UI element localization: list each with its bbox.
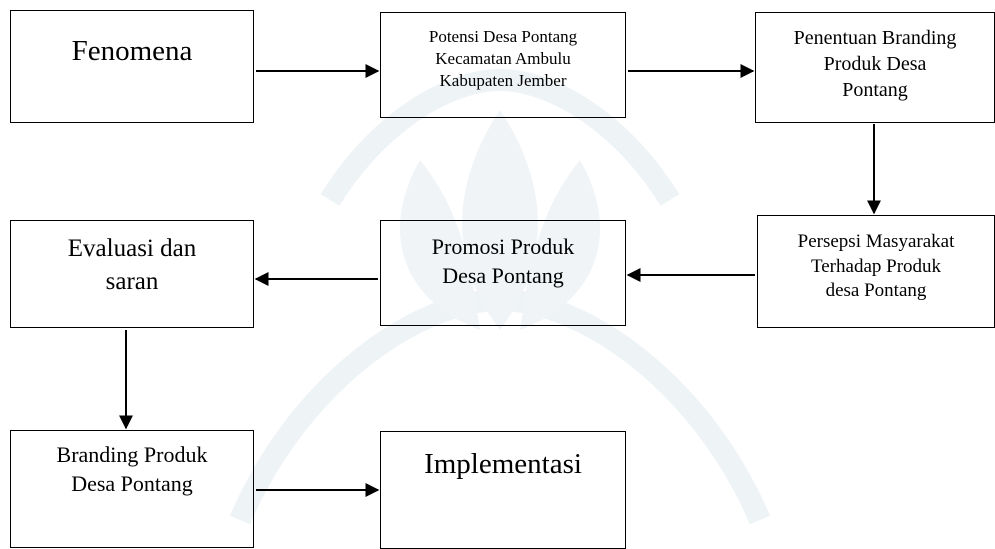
node-fenomena: Fenomena xyxy=(10,10,254,123)
flow-diagram: Fenomena Potensi Desa Pontang Kecamatan … xyxy=(10,10,995,549)
node-persepsi: Persepsi Masyarakat Terhadap Produk desa… xyxy=(757,215,995,328)
node-potensi-label: Potensi Desa Pontang Kecamatan Ambulu Ka… xyxy=(428,27,578,91)
node-persepsi-label: Persepsi Masyarakat Terhadap Produk desa… xyxy=(797,231,955,302)
node-evaluasi: Evaluasi dan saran xyxy=(10,220,254,328)
node-branding-label: Branding Produk Desa Pontang xyxy=(56,442,208,496)
node-potensi: Potensi Desa Pontang Kecamatan Ambulu Ka… xyxy=(380,12,626,118)
node-fenomena-label: Fenomena xyxy=(71,35,193,67)
node-branding: Branding Produk Desa Pontang xyxy=(10,430,254,548)
connectors xyxy=(119,64,881,497)
node-evaluasi-label: Evaluasi dan saran xyxy=(67,235,197,295)
node-promosi-label: Promosi Produk Desa Pontang xyxy=(431,234,575,288)
node-penentuan-label: Penentuan Branding Produk Desa Pontang xyxy=(793,27,957,101)
node-penentuan: Penentuan Branding Produk Desa Pontang xyxy=(755,12,995,123)
node-promosi: Promosi Produk Desa Pontang xyxy=(380,220,626,326)
node-implementasi-label: Implementasi xyxy=(424,448,582,480)
